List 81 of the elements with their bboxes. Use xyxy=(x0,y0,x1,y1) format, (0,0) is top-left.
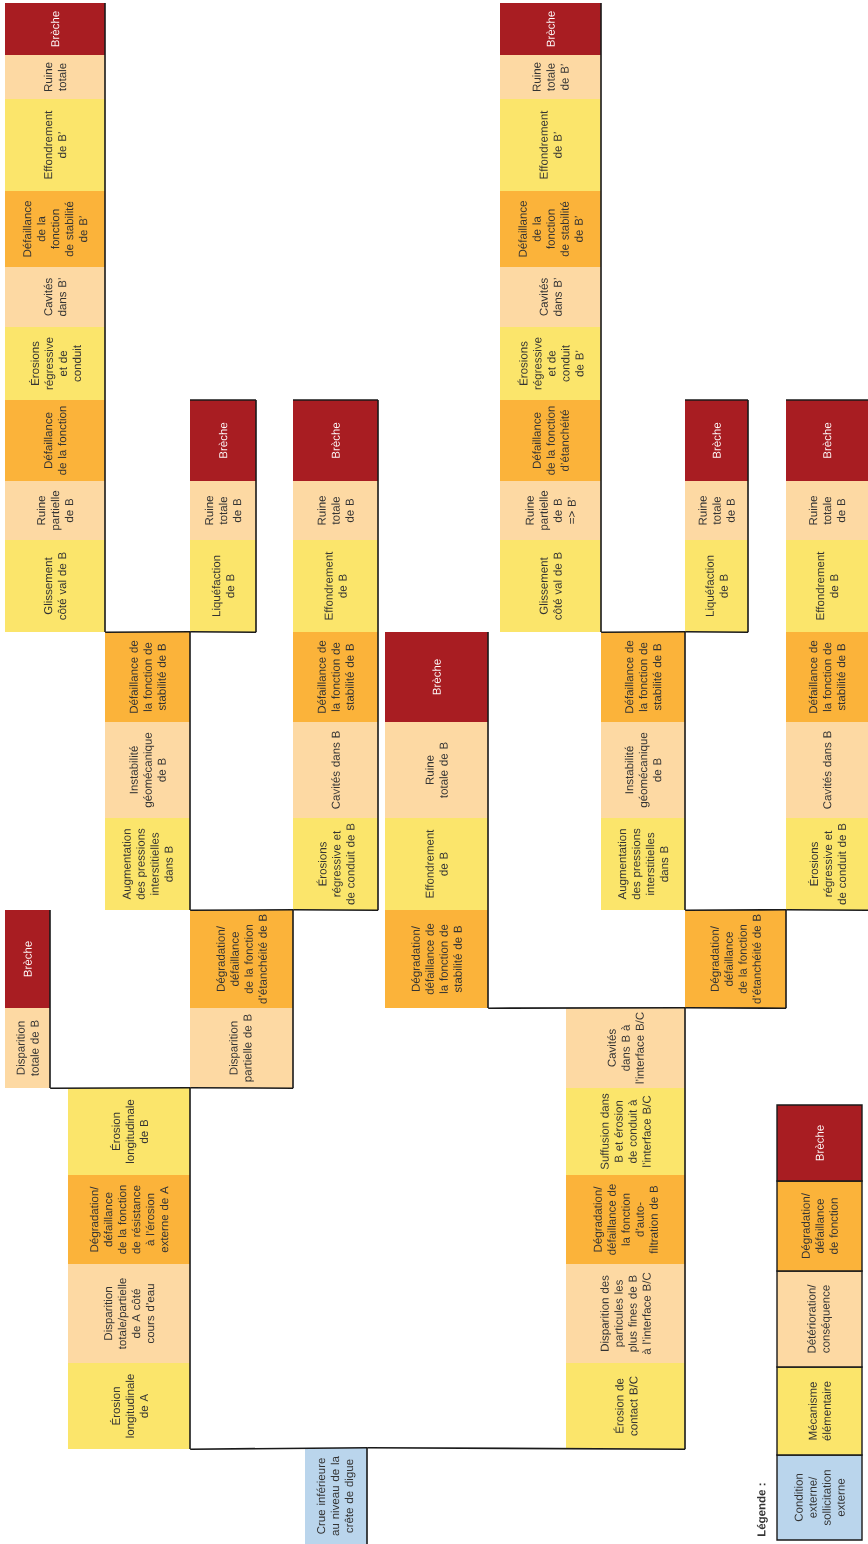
event-box: Glissement côté val de B xyxy=(5,540,105,632)
event-box: Liquéfaction de B xyxy=(190,540,256,632)
event-box: Défaillance de la fonction de stabilité de B’ xyxy=(500,191,601,267)
event-box: Défaillance de la fonction de stabilité de B xyxy=(601,632,685,722)
event-box: Cavités dans B à l’interface B/C xyxy=(566,1008,685,1088)
breach-box: Brèche xyxy=(293,400,378,481)
event-box: Érosion longitudinale de A xyxy=(68,1363,190,1449)
event-box: Défaillance de la fonction de stabilité de B xyxy=(293,632,378,722)
event-box: Ruine totale xyxy=(5,55,105,99)
event-box: Érosions régressive et de conduit de B xyxy=(293,818,378,910)
connector-line xyxy=(104,631,191,633)
legend-label: Brèche xyxy=(815,1125,824,1161)
connector-line xyxy=(49,1087,191,1089)
legend-label: Mécanisme élémentaire xyxy=(808,1381,831,1441)
event-box: Disparition totale de B xyxy=(5,1008,50,1088)
event-box: Érosions régressive et de conduit de B xyxy=(786,818,868,910)
event-box: Défaillance de la fonction xyxy=(5,400,105,481)
event-box: Dégradation/ défaillance de la fonction d’étanchéité de B xyxy=(685,910,786,1008)
legend-label: Détérioration/ conséquence xyxy=(807,1284,832,1353)
connector-line xyxy=(684,909,787,911)
event-box: Suffusion dans B et érosion de conduit à l’interface B/C xyxy=(566,1088,685,1175)
event-box: Effondrement de B xyxy=(293,540,378,632)
event-box: Disparition partielle de B xyxy=(190,1008,293,1088)
connector-line xyxy=(189,909,294,911)
breach-box: Brèche xyxy=(685,400,748,481)
event-box: Ruine totale de B xyxy=(786,481,868,540)
breach-box: Brèche xyxy=(190,400,256,481)
event-box: Ruine partielle de B xyxy=(5,481,105,540)
event-box: Disparition des particules les plus fines de B à l’interface B/C xyxy=(566,1264,685,1363)
event-box: Effondrement de B’ xyxy=(5,99,105,191)
breach-box: Brèche xyxy=(786,400,868,481)
connector-line xyxy=(189,1087,294,1089)
event-box: Instabilité géomécanique de B xyxy=(105,722,190,818)
event-box: Défaillance de la fonction d’étanchéité xyxy=(500,400,601,481)
event-box: Défaillance de la fonction de stabilité de B’ xyxy=(5,191,105,267)
event-box: Dégradation/ défaillance de la fonction de résistance à l’érosion externe de A xyxy=(68,1175,190,1264)
event-box: Dégradation/ défaillance de la fonction d’étanchéité de B xyxy=(190,910,293,1008)
event-box: Cavités dans B’ xyxy=(5,267,105,327)
event-box: Cavités dans B’ xyxy=(500,267,601,327)
legend-label: Dégradation/ défaillance de fonction xyxy=(801,1193,838,1258)
connector-line xyxy=(366,1447,686,1450)
connector-line xyxy=(487,1007,686,1009)
event-box: Défaillance de la fonction de stabilité de B xyxy=(786,632,868,722)
connector-line xyxy=(292,909,379,911)
event-box: Ruine partielle de B => B’ xyxy=(500,481,601,540)
event-box: Effondrement de B xyxy=(786,540,868,632)
event-box: Ruine totale de B xyxy=(293,481,378,540)
connector-line xyxy=(600,631,686,633)
event-box: Instabilité géomécanique de B xyxy=(601,722,685,818)
event-box: Érosion longitudinale de B xyxy=(68,1088,190,1175)
legend-label: Condition externe/ sollicitation externe xyxy=(794,1470,845,1526)
breach-box: Brèche xyxy=(385,632,488,722)
event-box: Ruine totale de B xyxy=(190,481,256,540)
event-box: Liquéfaction de B xyxy=(685,540,748,632)
breach-box: Brèche xyxy=(5,3,105,55)
condition-box: Crue inférieure au niveau de la crête de digue xyxy=(305,1448,367,1544)
event-box: Érosions régressive et de conduit xyxy=(5,327,105,400)
breach-box: Brèche xyxy=(500,3,601,55)
event-box: Cavités dans B xyxy=(293,722,378,818)
event-box: Ruine totale de B xyxy=(385,722,488,818)
event-box: Défaillance de la fonction de stabilité de B xyxy=(105,632,190,722)
event-box: Dégradation/ défaillance de la fonction d’auto-filtration de B xyxy=(566,1175,685,1264)
event-box: Ruine totale de B’ xyxy=(500,55,601,99)
event-box: Effondrement de B’ xyxy=(500,99,601,191)
event-box: Disparition totale/partielle de A côté cours d’eau xyxy=(68,1264,190,1363)
event-box: Érosions régressive et de conduit de B’ xyxy=(500,327,601,400)
connector-line xyxy=(684,1007,787,1009)
event-box: Érosion de contact B/C xyxy=(566,1363,685,1449)
connector-line xyxy=(684,631,749,633)
event-box: Effondrement de B xyxy=(385,818,488,910)
connector-line xyxy=(189,631,257,633)
event-box: Glissement côté val de B xyxy=(500,540,601,632)
event-box: Augmentation des pressions interstitielles dans B xyxy=(105,818,190,910)
breach-box: Brèche xyxy=(5,910,50,1008)
connector-line xyxy=(189,1447,368,1450)
event-box: Augmentation des pressions interstitielles dans B xyxy=(601,818,685,910)
legend-heading: Légende : xyxy=(756,1483,768,1537)
event-box: Ruine totale de B xyxy=(685,481,748,540)
event-box: Cavités dans B xyxy=(786,722,868,818)
connector-line xyxy=(785,909,868,911)
event-box: Dégradation/ défaillance de la fonction de stabilité de B xyxy=(385,910,488,1008)
